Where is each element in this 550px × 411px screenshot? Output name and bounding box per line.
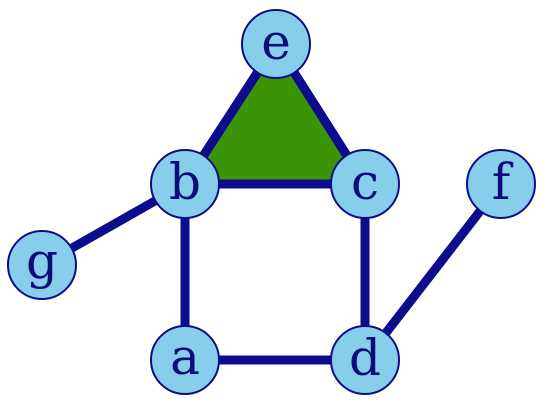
node-c: c xyxy=(330,149,400,219)
node-circle-g xyxy=(7,230,77,300)
node-label-f: f xyxy=(492,153,514,211)
node-a: a xyxy=(150,325,220,395)
node-label-c: c xyxy=(351,153,379,211)
node-circle-e xyxy=(241,9,311,79)
node-label-d: d xyxy=(349,329,381,387)
node-circle-c xyxy=(330,149,400,219)
node-label-a: a xyxy=(170,328,200,386)
node-circle-b xyxy=(150,149,220,219)
node-circle-f xyxy=(466,149,536,219)
nodes-layer: e b c f g a d xyxy=(7,9,536,395)
node-b: b xyxy=(150,149,220,219)
node-label-b: b xyxy=(169,153,201,211)
node-label-g: g xyxy=(26,232,58,290)
node-f: f xyxy=(466,149,536,219)
node-e: e xyxy=(241,9,311,79)
node-d: d xyxy=(330,325,400,395)
node-circle-a xyxy=(150,325,220,395)
node-label-e: e xyxy=(261,13,291,71)
node-circle-d xyxy=(330,325,400,395)
node-g: g xyxy=(7,230,77,300)
edge-d-f xyxy=(360,179,506,365)
